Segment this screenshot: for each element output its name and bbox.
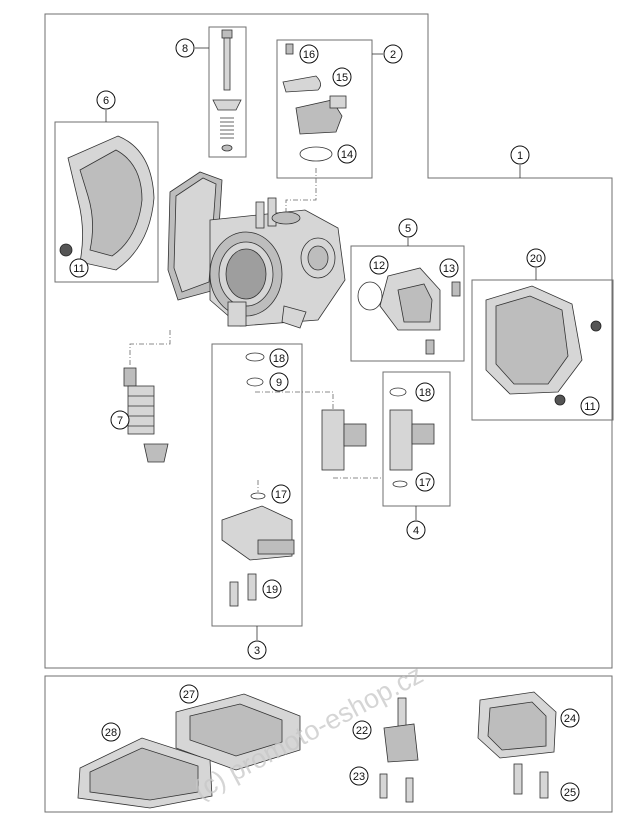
group-box-5	[350, 245, 465, 362]
injector-part	[389, 387, 435, 488]
callout-4: 4	[406, 520, 426, 540]
callout-label: 2	[390, 49, 396, 61]
group-box-4	[382, 371, 451, 507]
callout-label: 15	[336, 72, 348, 84]
callout-label: 16	[303, 49, 315, 61]
callout-label: 19	[266, 584, 278, 596]
map-sensor-part	[357, 267, 461, 355]
main-assembly-frame	[44, 13, 613, 669]
callout-label: 1	[517, 150, 523, 162]
callout-label: 22	[356, 725, 368, 737]
callout-label: 4	[413, 525, 419, 537]
callout-label: 5	[405, 223, 411, 235]
injector-holder-part	[221, 352, 367, 607]
callout-label: 8	[182, 43, 188, 55]
group-box-3	[211, 343, 303, 627]
callout-label: 12	[373, 260, 385, 272]
callout-5: 5	[398, 218, 418, 238]
callout-label: 17	[275, 489, 287, 501]
callout-label: 7	[117, 415, 123, 427]
callout-label: 23	[353, 771, 365, 783]
callout-label: 14	[341, 149, 353, 161]
callout-23: 23	[349, 766, 369, 786]
callout-label: 3	[254, 645, 260, 657]
callout-18-holder: 18	[269, 348, 289, 368]
group-box-20	[471, 279, 614, 421]
screws-part-23	[379, 773, 414, 803]
callout-label: 18	[419, 387, 431, 399]
callout-label: 11	[584, 401, 595, 413]
callout-18-injector: 18	[415, 382, 435, 402]
sensor-part-24	[477, 691, 557, 759]
group-box-8	[208, 26, 247, 158]
callout-24: 24	[560, 708, 580, 728]
callout-label: 6	[103, 95, 109, 107]
callout-25: 25	[560, 782, 580, 802]
callout-11-cover: 11	[69, 258, 89, 278]
throttle-position-sensor-part	[282, 43, 347, 162]
screws-part-25	[513, 763, 549, 799]
callout-17-holder: 17	[271, 484, 291, 504]
callout-16: 16	[299, 44, 319, 64]
callout-17-injector: 17	[415, 472, 435, 492]
sensor-part-7	[123, 367, 169, 463]
callout-label: 13	[443, 263, 455, 275]
callout-2: 2	[383, 44, 403, 64]
callout-label: 17	[419, 477, 431, 489]
callout-label: 20	[530, 253, 542, 265]
callout-19: 19	[262, 579, 282, 599]
group-box-2	[276, 39, 373, 179]
group-box-6	[54, 121, 159, 283]
callout-6: 6	[96, 90, 116, 110]
callout-label: 28	[105, 727, 117, 739]
callout-20: 20	[526, 248, 546, 268]
throttle-body	[167, 171, 346, 329]
ecu-part-27	[175, 693, 301, 771]
callout-15: 15	[332, 67, 352, 87]
callout-11-housing: 11	[580, 396, 600, 416]
cover-part	[59, 135, 155, 271]
callout-1: 1	[510, 145, 530, 165]
callout-label: 24	[564, 713, 576, 725]
callout-9: 9	[269, 372, 289, 392]
callout-label: 25	[564, 787, 576, 799]
callout-14: 14	[337, 144, 357, 164]
assembly-center-lines	[129, 168, 383, 492]
callout-8: 8	[175, 38, 195, 58]
callout-label: 18	[273, 353, 285, 365]
sensor-housing-part	[485, 285, 602, 406]
callout-28: 28	[101, 722, 121, 742]
callout-label: 9	[276, 377, 282, 389]
callout-12: 12	[369, 255, 389, 275]
leader-lines	[105, 47, 537, 640]
callout-7: 7	[110, 410, 130, 430]
callout-label: 27	[183, 689, 195, 701]
sensor-part-22	[383, 697, 419, 763]
callout-13: 13	[439, 258, 459, 278]
control-unit-part-28	[77, 737, 213, 809]
idle-screw-part	[212, 29, 242, 152]
callout-22: 22	[352, 720, 372, 740]
callout-3: 3	[247, 640, 267, 660]
lower-section-frame	[44, 675, 613, 813]
callout-label: 11	[73, 263, 84, 275]
callout-27: 27	[179, 684, 199, 704]
